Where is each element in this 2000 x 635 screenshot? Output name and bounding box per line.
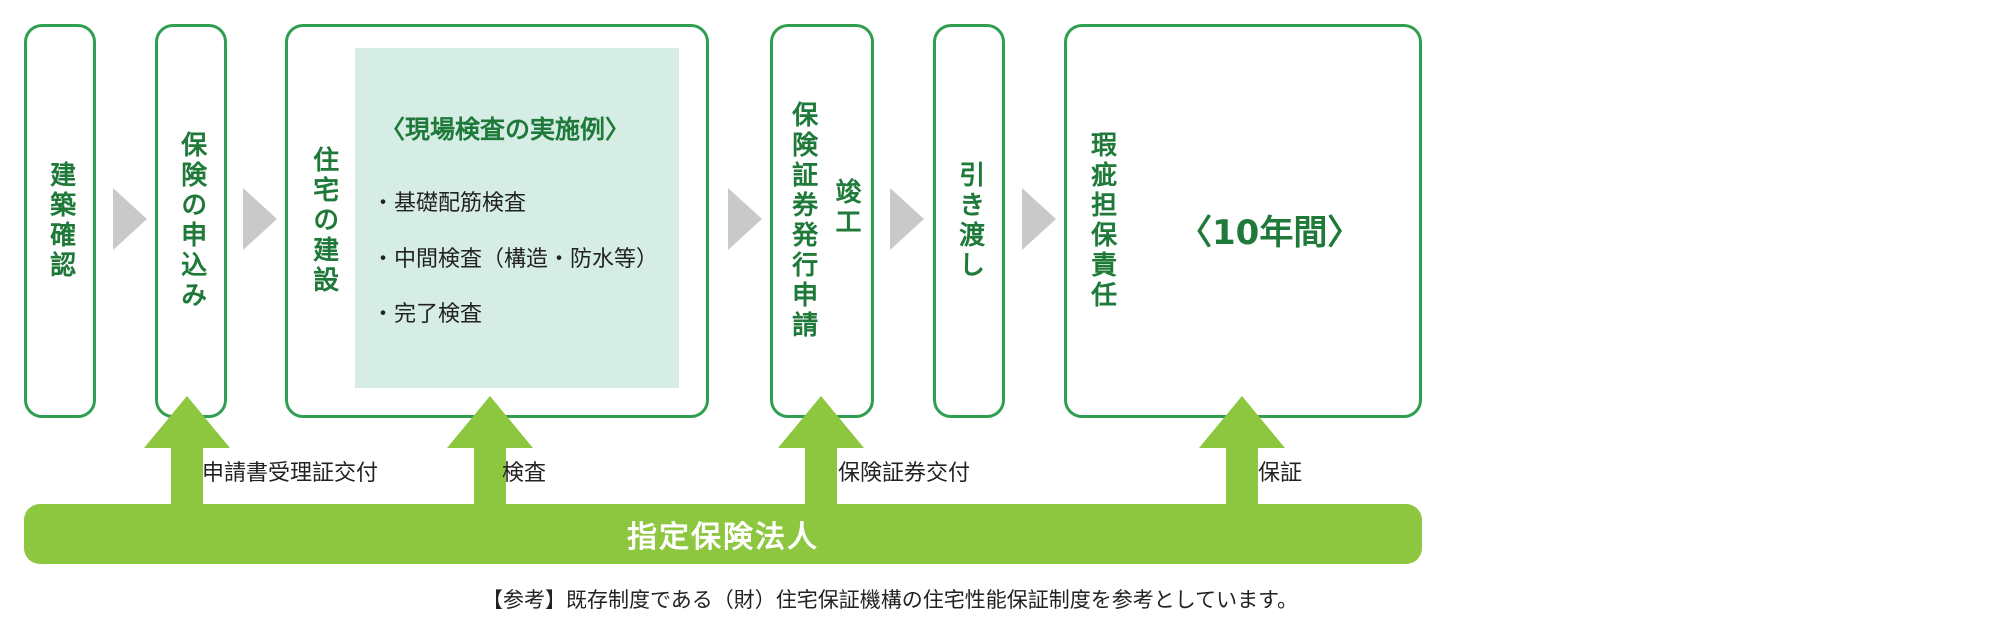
up-arrow-icon [144,396,230,506]
liability-period-label: 〈10年間〉 [1178,213,1362,253]
step-box-insurance-application: 保険の申込み [155,24,227,418]
step-label: 住宅の建設 [308,146,339,296]
step-box-handover: 引き渡し [933,24,1005,418]
flow-chevron-2 [243,188,277,250]
inspection-item: ・基礎配筋検査 [372,191,527,216]
designated-insurer-bar: 指定保険法人 [24,504,1422,564]
step-label: 瑕疵担保責任 [1086,131,1117,311]
reference-note: 【参考】既存制度である（財）住宅保証機構の住宅性能保証制度を参考としています。 [482,588,1299,612]
arrow-label-receipt: 申請書受理証交付 [202,461,379,486]
arrow-label-guarantee: 保証 [1258,461,1303,486]
step-label: 保険の申込み [176,131,207,311]
flow-chevron-3 [728,188,762,250]
step-box-defect-liability: 瑕疵担保責任 [1064,24,1422,418]
designated-insurer-label: 指定保険法人 [627,520,819,555]
up-arrow-icon [1199,396,1285,506]
step-box-building-confirmation: 建築確認 [24,24,96,418]
inspection-item: ・完了検査 [372,302,483,327]
step-label: 保険証券発行申請 [787,101,818,341]
flow-chevron-5 [1022,188,1056,250]
inspection-item: ・中間検査（構造・防水等） [372,247,659,272]
arrow-label-certificate: 保険証券交付 [838,461,971,486]
flow-chevron-4 [890,188,924,250]
inspection-panel-title: 〈現場検査の実施例〉 [380,115,631,144]
step-label: 建築確認 [45,161,76,281]
arrow-label-inspection: 検査 [502,461,547,486]
inspection-panel [355,48,679,388]
up-arrow-icon [778,396,864,506]
completion-label: 竣工 [831,178,861,238]
up-arrow-icon [447,396,533,506]
step-label: 引き渡し [954,161,985,281]
flow-chevron-1 [113,188,147,250]
